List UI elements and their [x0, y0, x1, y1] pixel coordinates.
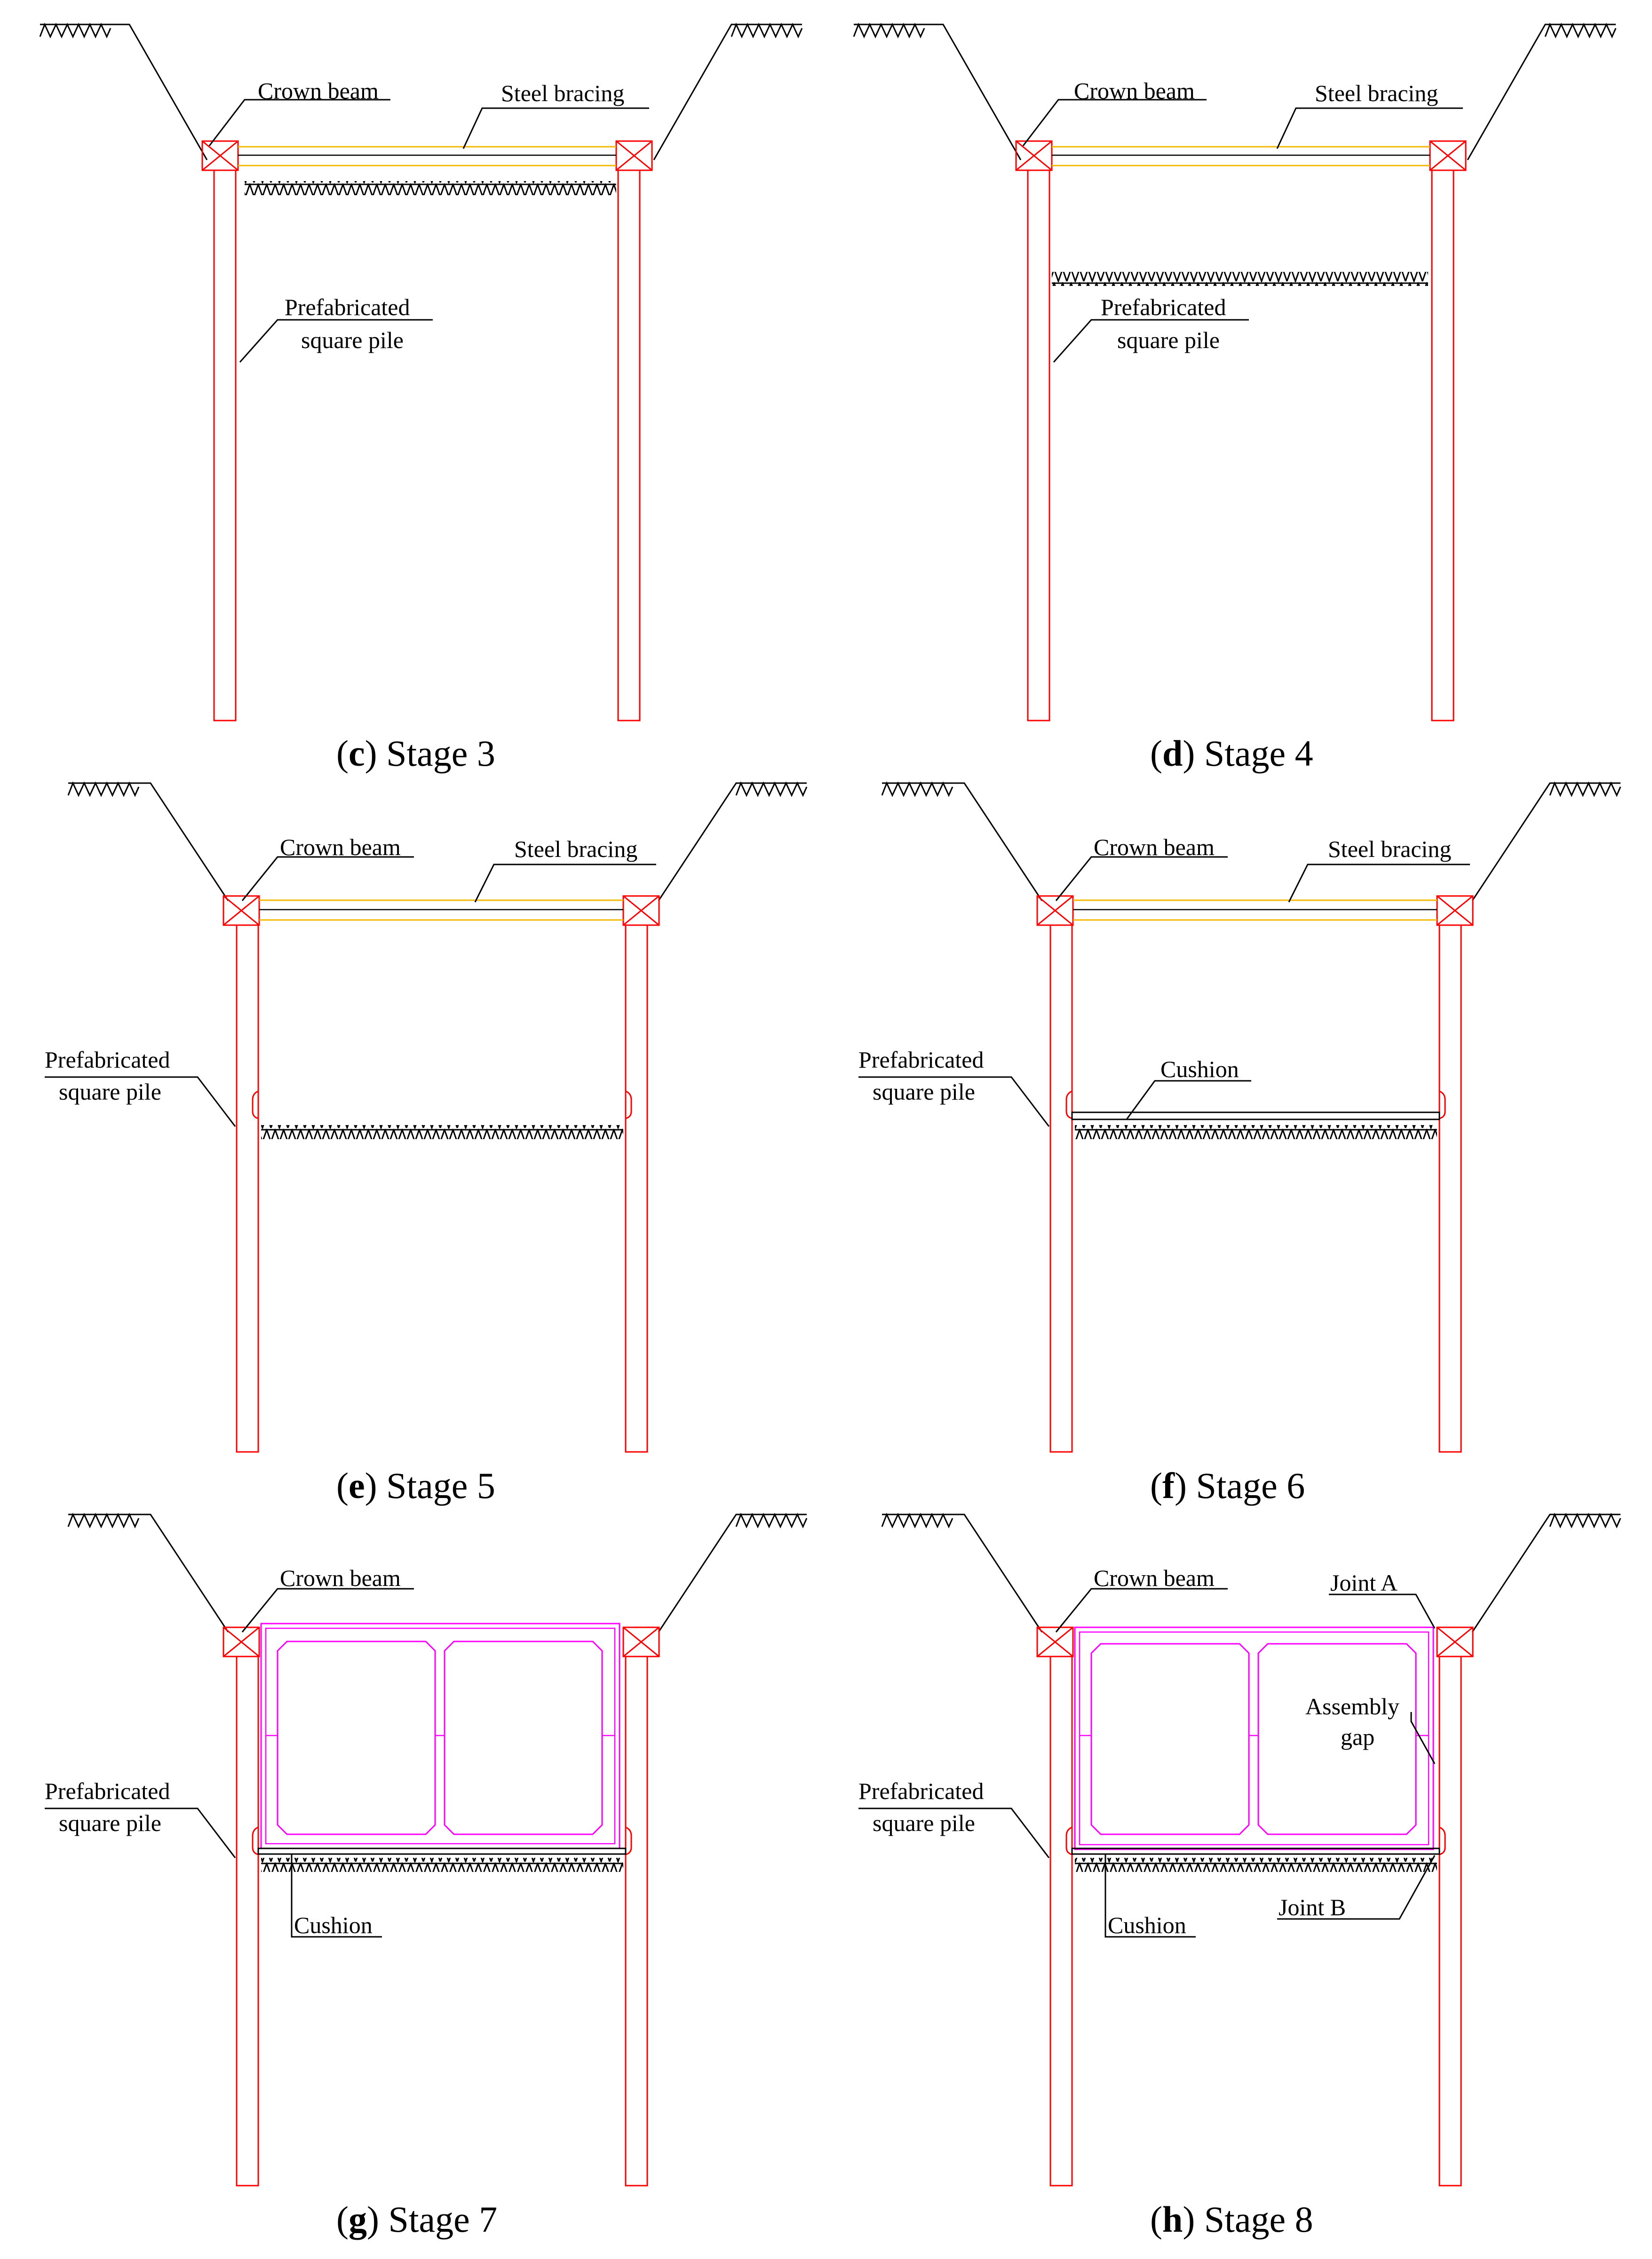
label-pile-line1: Prefabricated	[1101, 294, 1226, 320]
label-joint-b: Joint B	[1279, 1894, 1346, 1920]
label-assembly-line1: Assembly	[1305, 1693, 1399, 1720]
label-crown-beam: Crown beam	[1094, 834, 1215, 860]
label-cushion: Cushion	[294, 1912, 373, 1938]
panel-h: Crown beam Joint A Assembly gap Prefabri…	[858, 1514, 1621, 2240]
steel-bracing	[238, 146, 616, 166]
crown-beam-right	[1429, 140, 1467, 171]
pile-left	[236, 924, 259, 1453]
cushion	[1071, 1847, 1440, 1855]
label-steel-bracing: Steel bracing	[501, 80, 624, 106]
crown-beam-left	[1036, 895, 1074, 926]
crown-beam-right	[622, 1626, 660, 1657]
box-culvert	[260, 1623, 620, 1849]
panel-d: Crown beam Steel bracing Prefabricated s…	[853, 24, 1617, 774]
steel-bracing	[1073, 899, 1437, 921]
excavation-level	[245, 181, 616, 195]
pile-right	[1438, 1656, 1462, 2187]
steel-bracing	[259, 899, 623, 921]
panel-e: Crown beam Steel bracing Prefabricated s…	[45, 782, 808, 1506]
crown-beam-left	[222, 895, 260, 926]
crown-beam-left	[1036, 1626, 1074, 1657]
excavation-level	[1052, 272, 1428, 286]
label-crown-beam: Crown beam	[280, 1565, 401, 1591]
crown-beam-right	[1436, 1626, 1474, 1657]
box-culvert	[1074, 1626, 1434, 1850]
label-crown-beam: Crown beam	[1094, 1565, 1215, 1591]
label-crown-beam: Crown beam	[1074, 78, 1195, 104]
crown-beam-right	[615, 140, 653, 171]
crown-beam-right	[622, 895, 660, 926]
label-pile-line1: Prefabricated	[858, 1046, 984, 1073]
label-crown-beam: Crown beam	[280, 834, 401, 860]
crown-beam-left	[222, 1626, 260, 1657]
cushion	[1071, 1111, 1440, 1120]
label-pile-line1: Prefabricated	[45, 1778, 170, 1804]
label-steel-bracing: Steel bracing	[1328, 836, 1451, 862]
label-crown-beam: Crown beam	[258, 78, 379, 104]
label-pile-line2: square pile	[873, 1810, 975, 1836]
label-pile-line2: square pile	[1117, 327, 1220, 353]
label-pile-line1: Prefabricated	[285, 294, 410, 320]
pile-right	[625, 1656, 648, 2187]
panel-g: Crown beam Prefabricated square pile Cus…	[45, 1514, 808, 2240]
label-pile-line2: square pile	[301, 327, 404, 353]
pile-left	[1027, 169, 1050, 721]
steel-bracing	[1052, 146, 1430, 166]
pile-left	[1049, 924, 1073, 1453]
label-steel-bracing: Steel bracing	[514, 836, 637, 862]
label-joint-a: Joint A	[1330, 1569, 1398, 1596]
pile-left	[213, 169, 237, 721]
caption-c: (c) Stage 3	[336, 733, 495, 774]
excavation-level	[261, 1125, 623, 1139]
caption-e: (e) Stage 5	[336, 1465, 495, 1506]
pile-right	[1438, 924, 1462, 1453]
label-pile-line2: square pile	[59, 1078, 161, 1105]
caption-f: (f) Stage 6	[1150, 1465, 1305, 1506]
label-assembly-line2: gap	[1341, 1724, 1374, 1750]
crown-beam-right	[1436, 895, 1474, 926]
label-pile-line2: square pile	[59, 1810, 161, 1836]
pile-right	[625, 924, 648, 1453]
panel-f: Crown beam Steel bracing Prefabricated s…	[858, 782, 1621, 1506]
crown-beam-left	[1015, 140, 1053, 171]
caption-d: (d) Stage 4	[1150, 733, 1313, 774]
excavation-level	[1075, 1858, 1437, 1872]
label-steel-bracing: Steel bracing	[1315, 80, 1438, 106]
caption-h: (h) Stage 8	[1150, 2199, 1313, 2240]
pile-right	[1431, 169, 1454, 721]
cushion	[257, 1847, 627, 1855]
pile-left	[1049, 1656, 1073, 2187]
panel-c: Crown beam Steel bracing Prefabricated s…	[39, 24, 803, 774]
label-cushion: Cushion	[1108, 1912, 1186, 1938]
excavation-level	[261, 1858, 623, 1872]
pile-right	[617, 169, 641, 721]
label-pile-line1: Prefabricated	[858, 1778, 984, 1804]
label-pile-line2: square pile	[873, 1078, 975, 1105]
caption-g: (g) Stage 7	[336, 2199, 497, 2240]
crown-beam-left	[201, 140, 239, 171]
pile-left	[236, 1656, 259, 2187]
excavation-level	[1075, 1125, 1437, 1139]
label-cushion: Cushion	[1160, 1056, 1239, 1082]
label-pile-line1: Prefabricated	[45, 1046, 170, 1073]
